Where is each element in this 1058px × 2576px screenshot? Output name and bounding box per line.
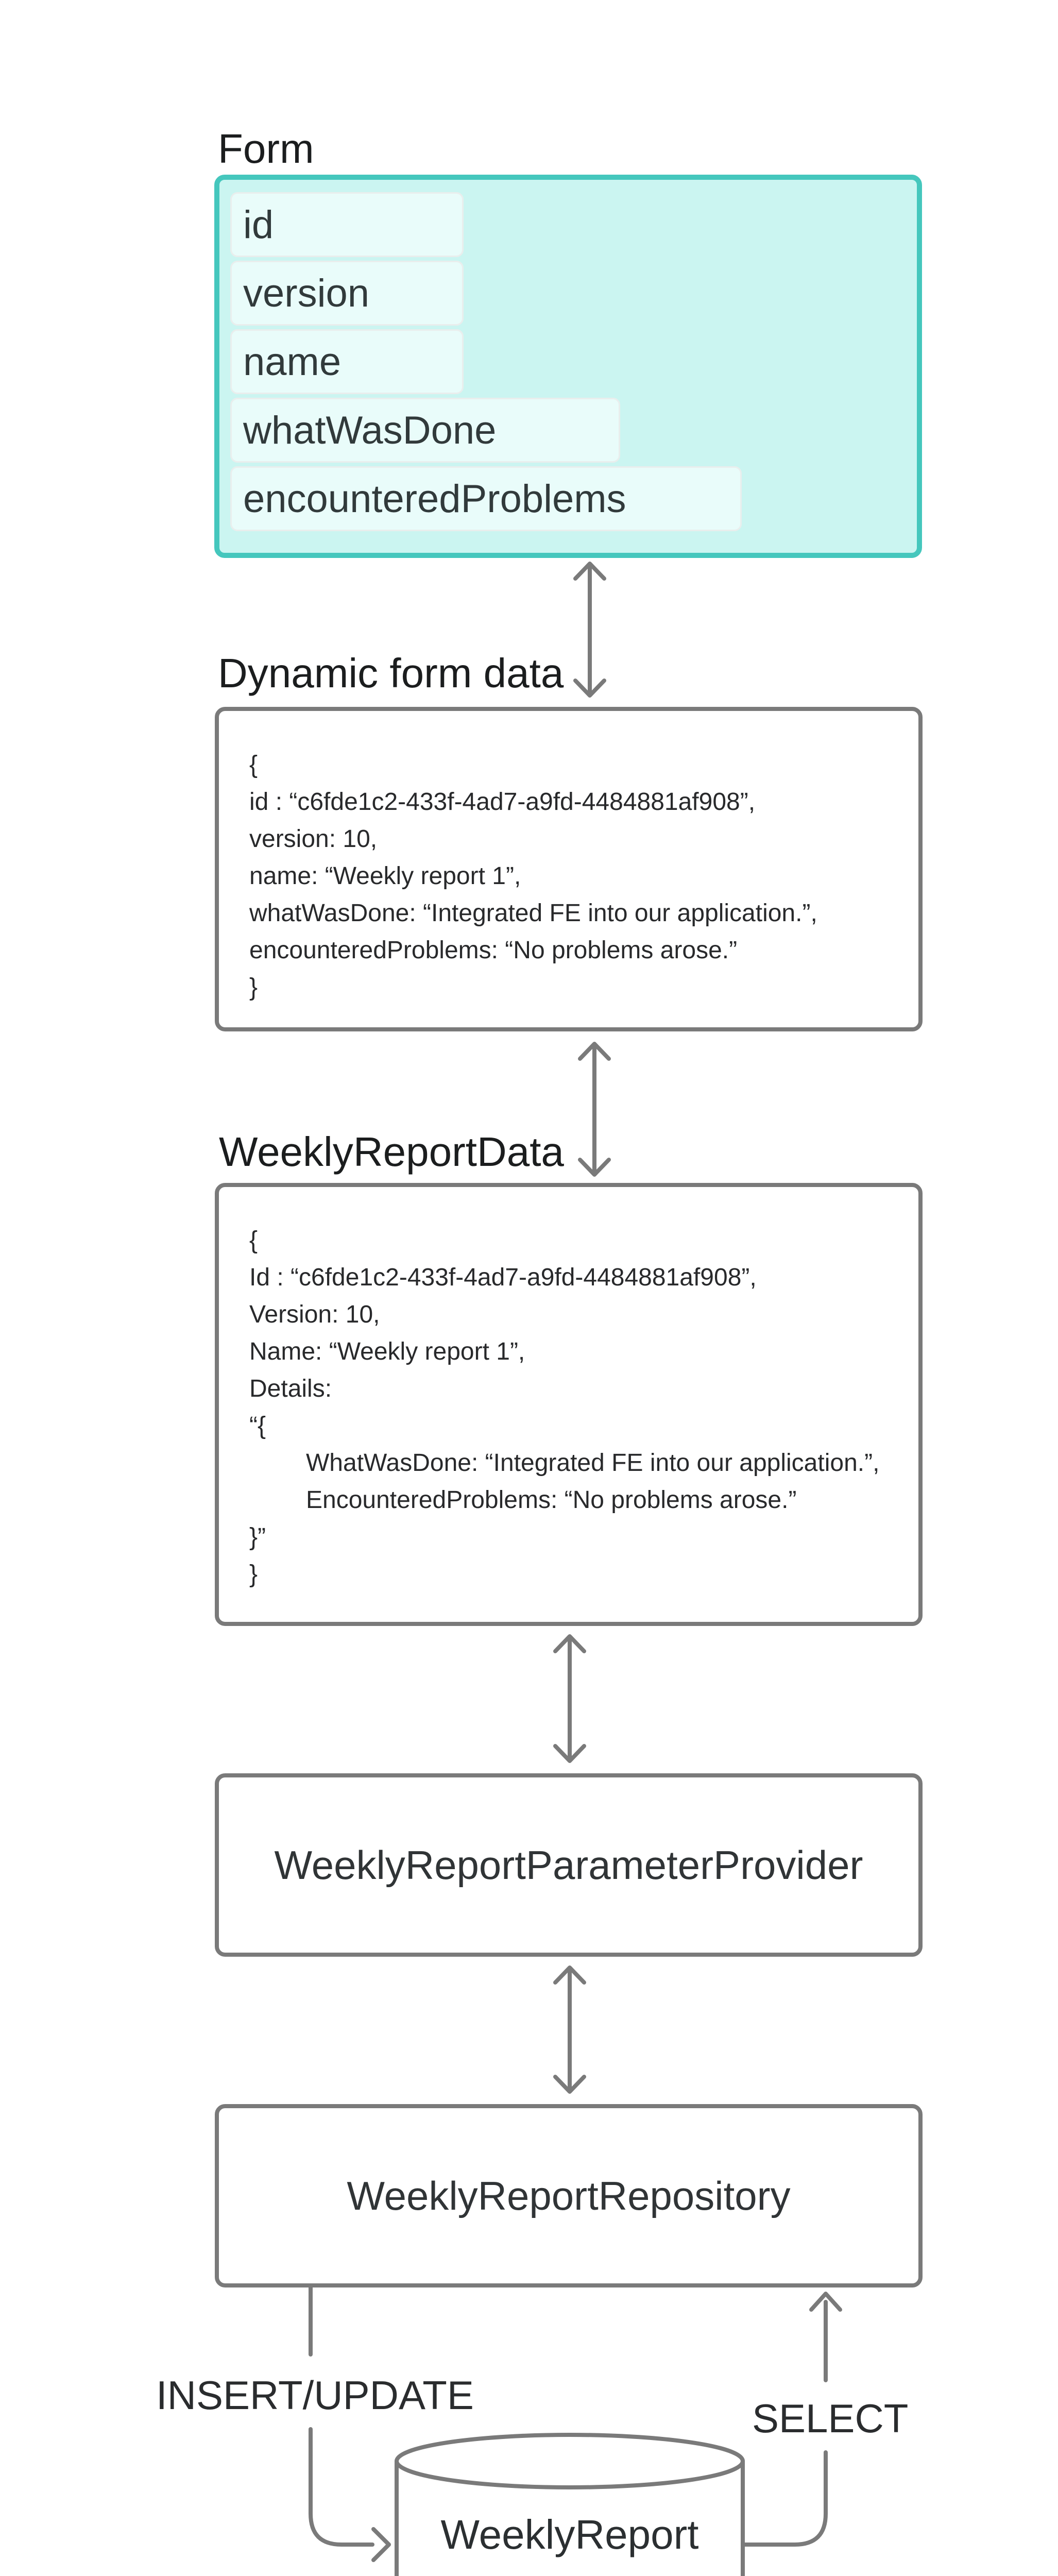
code-line: WhatWasDone: “Integrated FE into our app… (306, 1449, 880, 1477)
code-line: } (249, 1561, 258, 1588)
select-label: SELECT (752, 2396, 909, 2441)
repository-label: WeeklyReportRepository (347, 2173, 791, 2218)
code-line: encounteredProblems: “No problems arose.… (249, 937, 738, 964)
database-table-name-line1: WeeklyReport (440, 2512, 699, 2557)
arrow-form-to-dynamic-form-data (573, 562, 606, 698)
code-line: Id : “c6fde1c2-433f-4ad7-a9fd-4484881af9… (249, 1264, 757, 1291)
select-connector (741, 2292, 842, 2547)
insert-update-connector (309, 2285, 391, 2562)
form-field-whatwasdone-label: whatWasDone (243, 408, 497, 452)
form-field-whatwasdone: whatWasDone (230, 398, 620, 463)
code-line: name: “Weekly report 1”, (249, 862, 521, 890)
insert-update-label: INSERT/UPDATE (156, 2372, 474, 2418)
parameter-provider-label: WeeklyReportParameterProvider (274, 1842, 863, 1888)
dynamic-form-data-box: { id : “c6fde1c2-433f-4ad7-a9fd-4484881a… (215, 707, 923, 1031)
parameter-provider-box: WeeklyReportParameterProvider (215, 1773, 923, 1957)
database-cylinder (395, 2433, 745, 2576)
code-line: }” (249, 1523, 266, 1551)
form-field-id: id (230, 192, 464, 257)
form-field-encounteredproblems: encounteredProblems (230, 466, 742, 531)
dynamic-form-data-title: Dynamic form data (218, 650, 564, 696)
code-line: Details: (249, 1375, 332, 1402)
form-panel: id version name whatWasDone encounteredP… (214, 175, 922, 558)
form-field-encounteredproblems-label: encounteredProblems (243, 477, 626, 521)
code-line: Name: “Weekly report 1”, (249, 1338, 525, 1365)
form-field-name: name (230, 329, 464, 394)
code-line: id : “c6fde1c2-433f-4ad7-a9fd-4484881af9… (249, 788, 756, 816)
code-line: version: 10, (249, 825, 378, 853)
form-field-version: version (230, 261, 464, 326)
form-field-id-label: id (243, 202, 274, 247)
form-field-name-label: name (243, 340, 342, 384)
code-line: Version: 10, (249, 1301, 380, 1328)
arrow-weekly-report-data-to-provider (553, 1634, 586, 1763)
form-field-version-label: version (243, 271, 369, 315)
code-line: EncounteredProblems: “No problems arose.… (306, 1486, 797, 1514)
code-line: } (249, 974, 258, 1001)
code-line: { (249, 751, 258, 778)
database-table-name-line2: Table (397, 2573, 743, 2576)
arrow-provider-to-repository (553, 1965, 586, 2094)
code-line: “{ (249, 1412, 266, 1439)
weekly-report-data-box: { Id : “c6fde1c2-433f-4ad7-a9fd-4484881a… (215, 1183, 923, 1626)
arrow-dynamic-form-data-to-weekly-report-data (578, 1042, 611, 1177)
code-line: whatWasDone: “Integrated FE into our app… (249, 900, 817, 927)
weekly-report-data-title: WeeklyReportData (219, 1129, 564, 1175)
code-line: { (249, 1227, 258, 1254)
form-section-title: Form (218, 126, 314, 172)
repository-box: WeeklyReportRepository (215, 2104, 923, 2287)
